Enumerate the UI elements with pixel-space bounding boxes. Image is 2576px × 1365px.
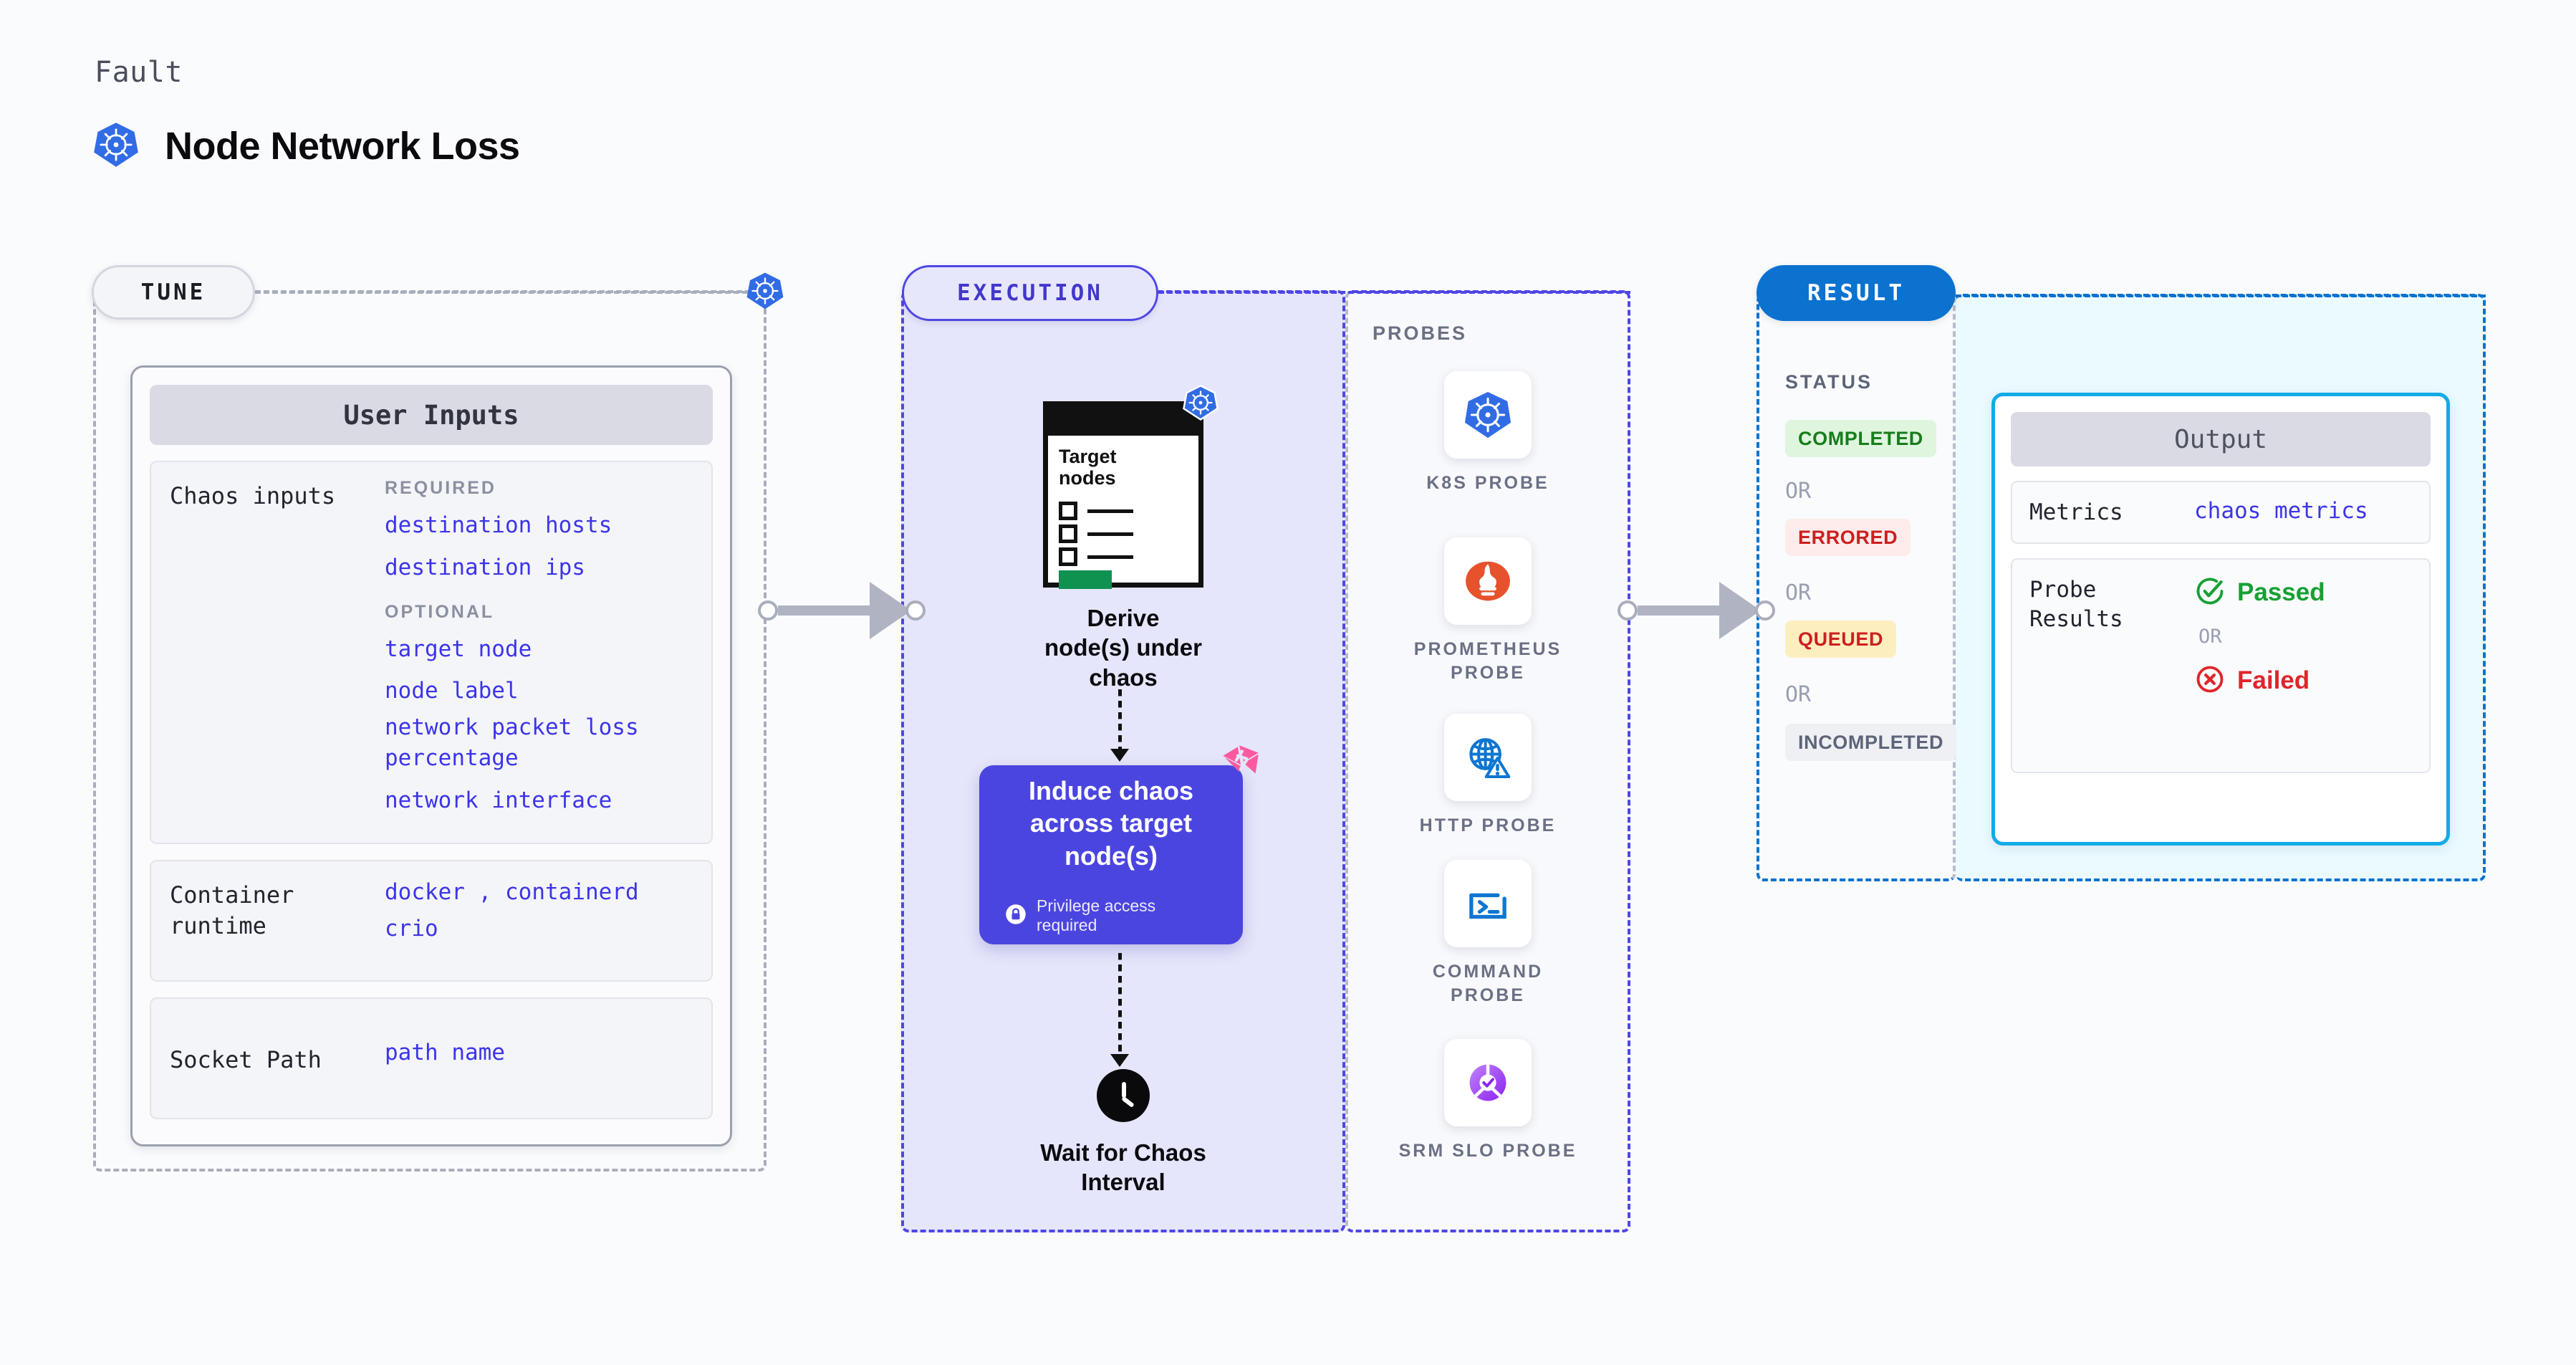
status-or-3: OR: [1785, 682, 1812, 707]
socket-path-block: Socket Path path name: [150, 997, 713, 1120]
connector-dot-start: [1618, 600, 1638, 621]
required-caption: REQUIRED: [385, 478, 496, 498]
x-circle-icon: [2194, 664, 2226, 698]
result-dashed-connector: [1956, 294, 2486, 297]
status-or-2: OR: [1785, 580, 1812, 605]
stage-pill-result[interactable]: RESULT: [1756, 265, 1956, 321]
status-caption: STATUS: [1785, 371, 1873, 393]
connector-dot-start: [758, 600, 778, 621]
value-containerd[interactable]: containerd: [505, 879, 639, 906]
execution-flow-arrow-2: [1110, 953, 1129, 1067]
input-destination-hosts[interactable]: destination hosts: [385, 512, 612, 538]
probe-srm-slo[interactable]: SRM SLO PROBE: [1398, 1039, 1577, 1163]
result-status-region: [1756, 294, 1956, 881]
check-circle-icon: [2194, 575, 2226, 610]
lock-icon: [1005, 904, 1027, 928]
probe-k8s[interactable]: K8S PROBE: [1398, 371, 1577, 495]
container-runtime-label: Container runtime: [170, 881, 294, 939]
execution-node-derive: Target nodes Derive: [1042, 385, 1219, 692]
execution-node-wait: Wait for Chaos Interval: [1028, 1069, 1219, 1197]
prometheus-icon: [1444, 537, 1532, 625]
passed-label: Passed: [2237, 578, 2325, 607]
page-title: Node Network Loss: [165, 125, 520, 168]
chaos-inputs-label: Chaos inputs: [170, 482, 336, 509]
output-metrics-row: Metrics chaos metrics: [2011, 481, 2431, 545]
kubernetes-icon: [745, 271, 785, 314]
kubernetes-icon: [1444, 371, 1532, 459]
status-or-1: OR: [1785, 479, 1812, 504]
probe-http-label: HTTP PROBE: [1419, 815, 1557, 835]
input-target-node[interactable]: target node: [385, 636, 532, 662]
output-card: Output Metrics chaos metrics Probe Resul…: [1991, 393, 2450, 846]
input-network-packet-loss-percentage[interactable]: network packet loss percentage: [385, 714, 639, 771]
arrow-execution-to-result: [1618, 582, 1775, 639]
connector-dot-end: [1755, 600, 1775, 621]
execution-node-derive-caption: Derive node(s) under chaos: [1044, 605, 1202, 691]
stage-pill-execution[interactable]: EXECUTION: [902, 265, 1158, 321]
optional-caption: OPTIONAL: [385, 601, 495, 622]
execution-flow-arrow-1: [1110, 689, 1129, 762]
harness-logo-icon: [1217, 739, 1264, 790]
document-checklist-icon: Target nodes: [1043, 385, 1219, 589]
probe-result-failed: Failed: [2194, 664, 2325, 698]
execution-node-induce-chaos[interactable]: Induce chaos across target node(s) Privi…: [979, 745, 1259, 944]
status-badge-errored: ERRORED: [1785, 519, 1911, 556]
output-title: Output: [2011, 412, 2431, 466]
metrics-value[interactable]: chaos metrics: [2194, 498, 2368, 524]
value-docker[interactable]: docker: [385, 879, 465, 906]
induce-chaos-title: Induce chaos across target node(s): [1028, 775, 1194, 871]
value-path-name[interactable]: path name: [385, 1039, 505, 1065]
connector-dot-end: [905, 600, 926, 621]
document-title: Target nodes: [1059, 446, 1117, 489]
kubernetes-icon: [1182, 384, 1219, 424]
probe-srm-slo-label: SRM SLO PROBE: [1398, 1141, 1577, 1161]
user-inputs-card: User Inputs Chaos inputs REQUIRED destin…: [130, 365, 732, 1146]
connector-arrowhead: [870, 582, 911, 639]
probe-results-or: OR: [2198, 626, 2222, 648]
value-crio[interactable]: crio: [385, 916, 438, 942]
globe-warning-icon: [1444, 714, 1532, 801]
privilege-access-note: Privilege access required: [1005, 896, 1217, 935]
chaos-inputs-block: Chaos inputs REQUIRED destination hosts …: [150, 461, 713, 845]
connector-bar: [1638, 605, 1721, 616]
probes-caption: PROBES: [1373, 322, 1468, 344]
user-inputs-title: User Inputs: [150, 385, 713, 445]
metrics-label: Metrics: [2029, 499, 2123, 525]
probe-command[interactable]: COMMAND PROBE: [1398, 860, 1577, 1007]
tune-dashed-connector: [255, 291, 748, 294]
execution-node-wait-caption: Wait for Chaos Interval: [1040, 1139, 1206, 1196]
output-probe-results-row: Probe Results Passed OR: [2011, 558, 2431, 774]
probe-prometheus[interactable]: PROMETHEUS PROBE: [1398, 537, 1577, 684]
arrow-tune-to-execution: [758, 582, 926, 639]
status-badge-incompleted: INCOMPLETED: [1785, 724, 1957, 761]
input-network-interface[interactable]: network interface: [385, 787, 612, 813]
failed-label: Failed: [2237, 666, 2310, 695]
kubernetes-icon: [92, 120, 140, 172]
value-separator: ,: [478, 879, 492, 906]
probe-result-passed: Passed: [2194, 575, 2325, 610]
connector-arrowhead: [1719, 582, 1761, 639]
container-runtime-block: Container runtime docker , containerd cr…: [150, 860, 713, 982]
container-runtime-values-row: docker , containerd: [385, 877, 693, 908]
clock-icon: [1097, 1069, 1150, 1122]
connector-bar: [778, 605, 871, 616]
probe-command-label: COMMAND PROBE: [1432, 962, 1544, 1005]
privilege-access-text: Privilege access required: [1037, 896, 1156, 935]
status-badge-completed: COMPLETED: [1785, 420, 1936, 457]
input-destination-ips[interactable]: destination ips: [385, 554, 585, 580]
probe-http[interactable]: HTTP PROBE: [1398, 714, 1577, 838]
srm-slo-icon: [1444, 1039, 1532, 1126]
stage-pill-tune[interactable]: TUNE: [92, 265, 255, 320]
execution-dashed-connector: [1158, 291, 1630, 294]
input-node-label[interactable]: node label: [385, 678, 519, 704]
socket-path-label: Socket Path: [170, 1046, 322, 1074]
probe-results-label: Probe Results: [2029, 577, 2123, 632]
probe-prometheus-label: PROMETHEUS PROBE: [1413, 639, 1562, 683]
probe-k8s-label: K8S PROBE: [1426, 473, 1549, 493]
status-badge-queued: QUEUED: [1785, 621, 1897, 658]
terminal-icon: [1444, 860, 1532, 947]
page-title-row: Node Network Loss: [92, 120, 520, 172]
fault-eyebrow-label: Fault: [95, 56, 183, 89]
